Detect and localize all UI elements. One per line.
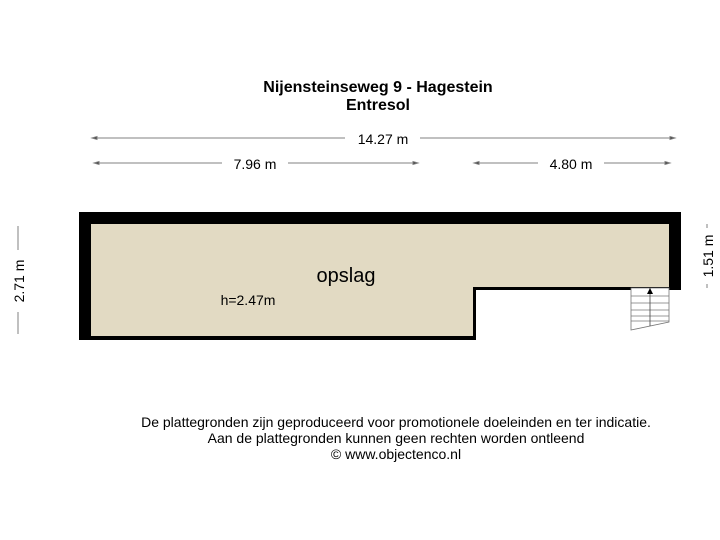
room-floor-opslag bbox=[91, 224, 669, 336]
disclaimer-line-1: De plattegronden zijn geproduceerd voor … bbox=[141, 414, 651, 430]
stairs bbox=[630, 287, 670, 331]
disclaimer-line-2: Aan de plattegronden kunnen geen rechten… bbox=[208, 430, 585, 446]
right-height-label: 1.51 m bbox=[700, 235, 716, 278]
left-width-label: 7.96 m bbox=[234, 156, 277, 172]
left-height-label: 2.71 m bbox=[11, 260, 27, 303]
room-height: h=2.47m bbox=[221, 292, 276, 308]
total-width-label: 14.27 m bbox=[358, 131, 409, 147]
dimension-left-width bbox=[92, 160, 420, 166]
dimension-right-width bbox=[472, 160, 672, 166]
room-name: opslag bbox=[317, 265, 376, 287]
plan-subtitle: Entresol bbox=[346, 97, 410, 114]
stairs-direction-arrow-icon bbox=[647, 288, 653, 294]
plan-title: Nijensteinseweg 9 - Hagestein bbox=[263, 79, 492, 96]
dimension-total-width bbox=[90, 135, 677, 141]
copyright: © www.objectenco.nl bbox=[331, 446, 461, 462]
right-width-label: 4.80 m bbox=[550, 156, 593, 172]
